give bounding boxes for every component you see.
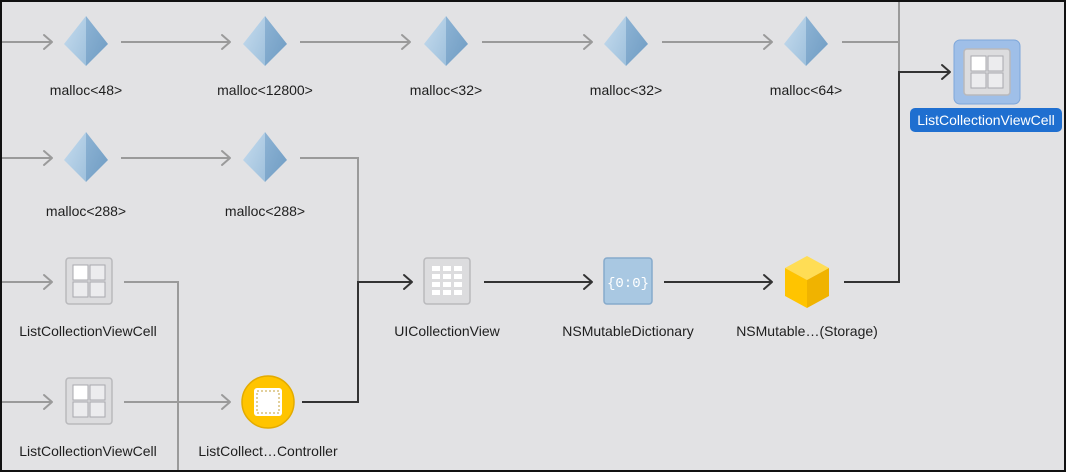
selection-label-badge xyxy=(910,108,1062,132)
node-label: malloc<32> xyxy=(410,82,482,98)
node-label: ListCollect…Controller xyxy=(198,443,338,459)
malloc-pyramid-icon xyxy=(64,16,108,66)
node-label: malloc<64> xyxy=(770,82,842,98)
node-malloc-48[interactable]: malloc<48> xyxy=(50,16,122,98)
collection-view-grid-icon xyxy=(423,257,471,305)
node-label: ListCollectionViewCell xyxy=(917,112,1054,128)
edge-group xyxy=(2,2,951,470)
node-list-collection-controller[interactable]: ListCollect…Controller xyxy=(198,375,338,459)
node-selected-list-collection-view-cell[interactable]: ListCollectionViewCell xyxy=(910,39,1062,132)
node-label: UICollectionView xyxy=(394,323,500,339)
node-ns-mutable-storage[interactable]: NSMutable…(Storage) xyxy=(736,256,878,339)
node-label: malloc<288> xyxy=(46,203,126,219)
storage-cube-icon xyxy=(785,256,829,308)
malloc-pyramid-icon xyxy=(604,16,648,66)
collection-cell-icon xyxy=(65,257,113,305)
node-malloc-32-a[interactable]: malloc<32> xyxy=(410,16,482,98)
malloc-pyramid-icon xyxy=(243,132,287,182)
node-list-collection-view-cell-a[interactable]: ListCollectionViewCell xyxy=(19,257,157,339)
dictionary-icon: {0:0} xyxy=(603,257,653,305)
dictionary-glyph: {0:0} xyxy=(607,276,649,292)
node-ui-collection-view[interactable]: UICollectionView xyxy=(394,257,501,339)
node-label: malloc<48> xyxy=(50,82,122,98)
node-malloc-288-a[interactable]: malloc<288> xyxy=(46,132,126,219)
node-malloc-32-b[interactable]: malloc<32> xyxy=(590,16,662,98)
malloc-pyramid-icon xyxy=(784,16,828,66)
node-label: NSMutable…(Storage) xyxy=(736,323,878,339)
node-malloc-64[interactable]: malloc<64> xyxy=(770,16,842,98)
node-ns-mutable-dictionary[interactable]: {0:0} NSMutableDictionary xyxy=(562,257,694,339)
malloc-pyramid-icon xyxy=(243,16,287,66)
collection-cell-icon xyxy=(963,48,1011,96)
controller-object-icon xyxy=(241,375,295,429)
node-label: malloc<288> xyxy=(225,203,305,219)
node-malloc-12800[interactable]: malloc<12800> xyxy=(217,16,313,98)
node-label: ListCollectionViewCell xyxy=(19,323,156,339)
malloc-pyramid-icon xyxy=(424,16,468,66)
node-list-collection-view-cell-b[interactable]: ListCollectionViewCell xyxy=(19,377,157,459)
node-label: NSMutableDictionary xyxy=(562,323,694,339)
node-label: malloc<32> xyxy=(590,82,662,98)
collection-cell-icon xyxy=(65,377,113,425)
malloc-pyramid-icon xyxy=(64,132,108,182)
node-label: malloc<12800> xyxy=(217,82,313,98)
node-malloc-288-b[interactable]: malloc<288> xyxy=(225,132,305,219)
node-label: ListCollectionViewCell xyxy=(19,443,156,459)
